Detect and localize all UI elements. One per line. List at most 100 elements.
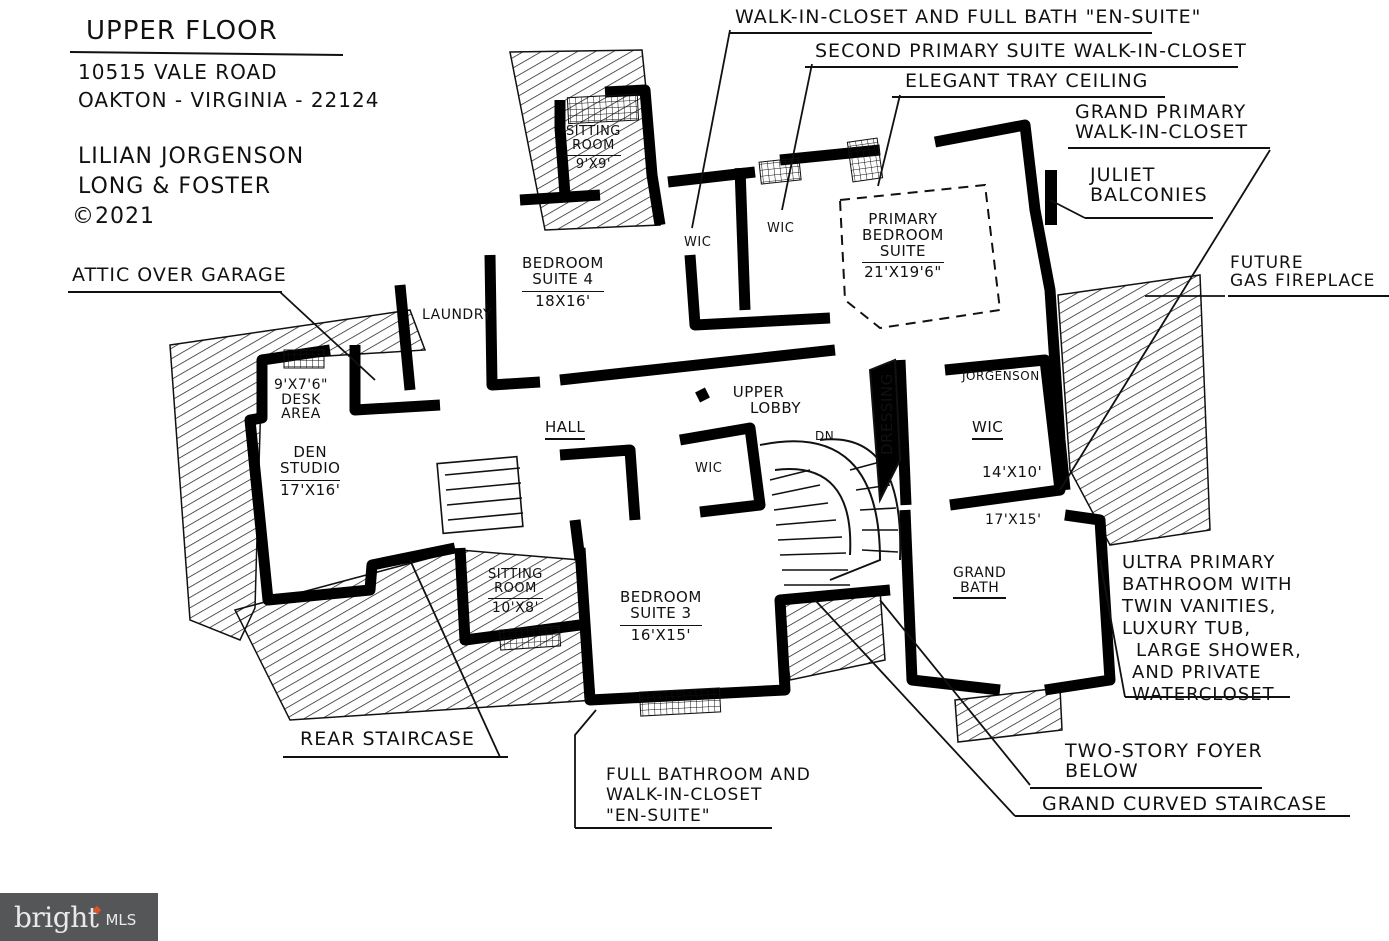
wall-hall xyxy=(559,344,836,403)
primary-bath-line: BATHROOM WITH xyxy=(1122,573,1293,595)
room-grand-bath-dimension: 17'x15' xyxy=(985,512,1042,528)
primary-bath-line: LUXURY TUB, xyxy=(1122,617,1252,639)
room-dimension: 9'x9' xyxy=(566,155,621,172)
callout-future-gas-fireplace: FUTURE GAS FIREPLACE xyxy=(1230,253,1376,291)
room-name: GRAND xyxy=(953,565,1007,581)
room-primary-wic-dimension: 14'x10' xyxy=(982,463,1043,481)
room-name: PRIMARY xyxy=(868,210,938,228)
callout-grand-primary-wic: GRAND PRIMARY WALK-IN-CLOSET xyxy=(1075,101,1248,143)
juliet-balcony-1 xyxy=(846,137,884,183)
room-bedroom-suite-4: BEDROOM SUITE 4 18x16' xyxy=(522,254,604,310)
full-bath-line: "EN-SUITE" xyxy=(606,805,711,826)
room-wic-a: WIC xyxy=(684,235,712,250)
room-bedroom-suite-3: BEDROOM SUITE 3 16'x15' xyxy=(620,588,702,644)
callout-tray-ceiling: ELEGANT TRAY CEILING xyxy=(905,70,1149,92)
room-hall: HALL xyxy=(545,419,586,440)
callout-juliet-line1: JULIET xyxy=(1090,164,1156,186)
callout-ultra-primary-bathroom: ULTRA PRIMARY BATHROOM WITH TWIN VANITIE… xyxy=(1122,552,1302,706)
balcony-sitting-low xyxy=(498,625,562,651)
room-name: SUITE 3 xyxy=(630,603,692,622)
staircase-down-label: DN xyxy=(815,429,835,443)
wall-top-sitting xyxy=(554,84,666,226)
watermark-suffix: MLS xyxy=(105,911,137,929)
room-name: DESK xyxy=(281,391,321,408)
watermark-brand: bright xyxy=(14,900,99,934)
bright-mls-watermark: bright MLS xyxy=(0,893,158,941)
juliet-balcony-2 xyxy=(758,157,802,185)
room-name: STUDIO xyxy=(280,458,341,477)
brokerage-name: LONG & FOSTER xyxy=(78,174,271,199)
room-dimension: 10'x8' xyxy=(488,598,543,616)
callout-rear-staircase: REAR STAIRCASE xyxy=(300,728,475,750)
wall-primary-wic xyxy=(944,354,1066,511)
callout-foyer-line2: BELOW xyxy=(1065,759,1139,782)
room-den-studio: DEN STUDIO 17'x16' xyxy=(280,444,341,499)
primary-bath-line: TWIN VANITIES, xyxy=(1122,595,1277,617)
room-dimension: 17'x16' xyxy=(280,479,341,499)
room-dimension: 21'x19'6" xyxy=(862,262,944,281)
room-laundry: LAUNDRY xyxy=(422,307,493,323)
room-name: SUITE xyxy=(879,241,926,260)
callout-underlines xyxy=(68,32,1389,829)
room-primary-wic-tag: JORGENSON xyxy=(962,369,1040,383)
primary-bath-line: LARGE SHOWER, xyxy=(1136,639,1302,661)
primary-bath-line: AND PRIVATE xyxy=(1132,661,1262,683)
wall-bedroom4 xyxy=(349,189,601,416)
curved-staircase xyxy=(759,358,902,586)
full-bath-line: WALK-IN-CLOSET xyxy=(606,785,763,806)
exterior-walls xyxy=(244,84,1116,706)
room-name: BEDROOM xyxy=(620,588,702,606)
roof-hatch-right xyxy=(1057,274,1211,546)
room-name: BEDROOM xyxy=(522,254,604,272)
callout-fireplace-line1: FUTURE xyxy=(1230,253,1304,273)
room-name: LOBBY xyxy=(750,398,802,417)
roof-hatch-foyer xyxy=(954,687,1063,743)
callout-fireplace-line2: GAS FIREPLACE xyxy=(1230,270,1376,291)
rear-staircase xyxy=(436,455,524,535)
room-name: SITTING xyxy=(566,124,621,139)
callout-full-bathroom-wic-en-suite: FULL BATHROOM AND WALK-IN-CLOSET "EN-SUI… xyxy=(606,765,811,826)
wall-dressing xyxy=(894,359,912,506)
address-line-2: OAKTON - VIRGINIA - 22124 xyxy=(78,88,380,112)
juliet-balcony-3 xyxy=(1045,170,1057,225)
wall-wic-mid xyxy=(684,167,831,331)
wall-lobby-wic xyxy=(679,422,766,518)
room-upper-lobby: UPPER LOBBY xyxy=(716,383,802,417)
callout-juliet-line2: BALCONIES xyxy=(1090,183,1208,206)
tray-ceiling-outline xyxy=(838,183,1002,330)
room-desk-area: 9'x7'6" DESK AREA xyxy=(274,378,328,422)
full-bath-line: FULL BATHROOM AND xyxy=(606,765,811,785)
wall-grand-bath xyxy=(899,509,1116,696)
room-grand-bath: GRAND BATH xyxy=(953,565,1007,600)
copyright: ©2021 xyxy=(72,204,155,229)
plan-title: UPPER FLOOR xyxy=(86,16,278,46)
callout-grand-primary-wic-line1: GRAND PRIMARY xyxy=(1075,101,1247,123)
room-name: AREA xyxy=(281,406,321,423)
room-dressing: DRESSING xyxy=(878,373,896,455)
room-wic-b: WIC xyxy=(767,221,795,236)
callout-grand-curved-staircase: GRAND CURVED STAIRCASE xyxy=(1042,793,1328,815)
room-name: BEDROOM xyxy=(862,225,944,244)
room-dimension: 18x16' xyxy=(522,290,604,310)
room-sitting-room-lower: SITTING ROOM 10'x8' xyxy=(488,568,543,616)
room-primary-wic: WIC xyxy=(972,419,1004,440)
room-sitting-room-top: SITTING ROOM 9'x9' xyxy=(566,125,621,172)
callout-juliet-balconies: JULIET BALCONIES xyxy=(1090,164,1208,206)
primary-bath-line: ULTRA PRIMARY xyxy=(1122,552,1276,573)
balcony-bed3 xyxy=(639,687,722,717)
address-line-1: 10515 VALE ROAD xyxy=(78,60,278,84)
room-name: SITTING xyxy=(488,567,543,582)
leader-lines xyxy=(279,29,1271,828)
room-name: UPPER xyxy=(732,383,785,401)
room-dimension: 9'x7'6" xyxy=(274,377,328,393)
primary-bath-line: WATERCLOSET xyxy=(1132,683,1275,705)
room-name: ROOM xyxy=(494,580,537,596)
room-name: ROOM xyxy=(572,137,615,153)
wall-core xyxy=(559,444,641,561)
callout-two-story-foyer: TWO-STORY FOYER BELOW xyxy=(1065,740,1263,782)
callout-foyer-line1: TWO-STORY FOYER xyxy=(1065,740,1263,762)
balcony-desk xyxy=(283,349,325,369)
room-dimension: 16'x15' xyxy=(620,624,702,644)
room-primary-bedroom-suite: PRIMARY BEDROOM SUITE 21'x19'6" xyxy=(862,210,944,281)
